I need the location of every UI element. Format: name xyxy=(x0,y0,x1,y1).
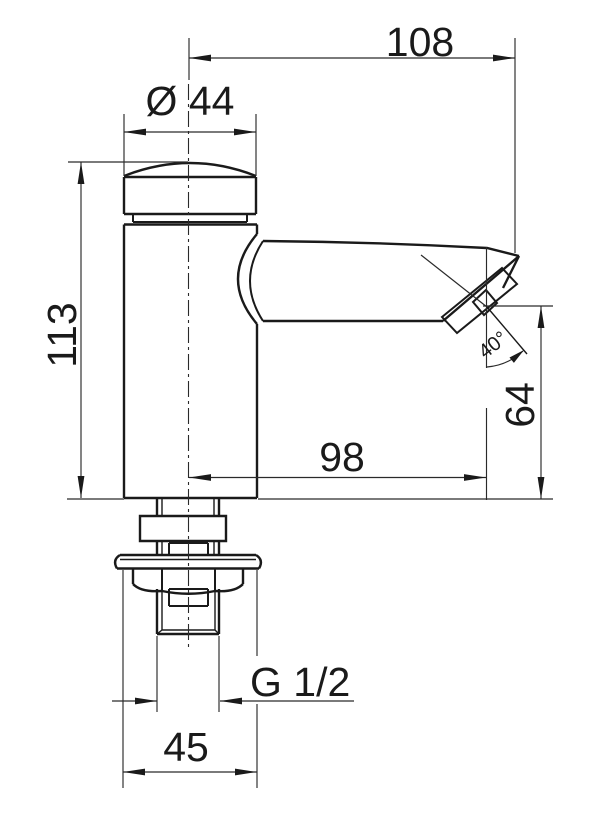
faucet-cap xyxy=(122,161,258,216)
dimension-arrow xyxy=(189,474,211,481)
spout-aerator xyxy=(420,254,519,335)
dimension-arrow xyxy=(220,697,242,705)
dimension-cap-diameter: Ø 44 xyxy=(123,78,257,176)
dim-label-base-width: 45 xyxy=(163,724,209,770)
dimension-arrow xyxy=(509,350,524,363)
faucet-collar xyxy=(132,214,248,223)
dim-label-cap-diameter: Ø 44 xyxy=(146,78,235,124)
dim-label-outlet-angle: 40° xyxy=(475,327,512,363)
backnut xyxy=(131,568,245,595)
dimension-thread-size: G 1/2 xyxy=(112,636,354,712)
dimension-arrow xyxy=(77,162,85,184)
dimension-arrow xyxy=(537,306,545,328)
dimension-arrow xyxy=(135,697,157,705)
aerator-nozzle xyxy=(471,288,499,317)
dimension-arrow xyxy=(464,474,486,481)
dim-label-total-height: 113 xyxy=(39,302,85,367)
washer-ring xyxy=(138,514,228,543)
dimension-arrow xyxy=(235,768,257,776)
faucet-body xyxy=(122,223,259,500)
dimension-outlet-reach: 98 xyxy=(189,247,488,500)
dimension-arrow xyxy=(123,768,145,776)
dimension-arrow xyxy=(124,128,146,136)
dim-label-outlet-reach: 98 xyxy=(319,434,365,480)
dim-label-thread-size: G 1/2 xyxy=(250,659,350,705)
dimension-arrow xyxy=(77,476,85,498)
faucet-spout xyxy=(249,239,521,323)
dimension-arrow xyxy=(493,54,515,62)
dim-label-spout-reach: 108 xyxy=(386,19,454,65)
dimension-outlet-angle: 40° xyxy=(475,306,528,368)
dimension-base-width: 45 xyxy=(122,570,258,788)
dimension-outlet-height: 64 xyxy=(483,305,553,499)
dimension-arrow xyxy=(234,128,256,136)
dimension-arrow xyxy=(189,54,211,62)
dimension-spout-reach: 108 xyxy=(188,19,516,253)
dim-label-outlet-height: 64 xyxy=(497,382,543,428)
dimension-arrow xyxy=(537,477,545,499)
dimension-total-height: 113 xyxy=(39,161,188,498)
